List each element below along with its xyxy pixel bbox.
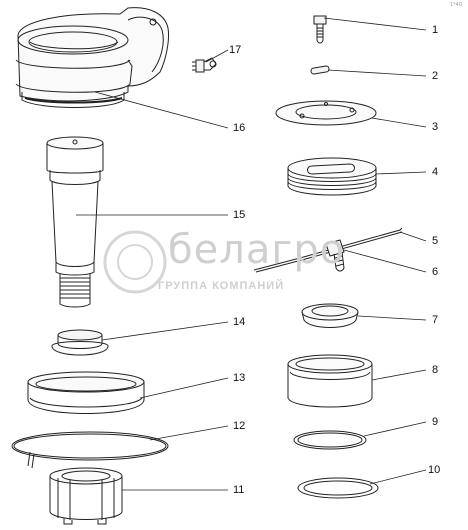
part-16-housing bbox=[15, 7, 169, 108]
part-3-cover-plate bbox=[275, 100, 377, 126]
watermark-subtitle: ГРУППА КОМПАНИЙ bbox=[158, 280, 285, 292]
part-13-dust-boot bbox=[27, 371, 145, 414]
watermark-logo bbox=[103, 230, 167, 294]
callout-2: 2 bbox=[432, 70, 439, 82]
callout-4: 4 bbox=[432, 166, 439, 178]
part-6-lock-bolt bbox=[325, 239, 345, 272]
callout-10: 10 bbox=[428, 464, 441, 476]
part-5-wire bbox=[253, 227, 403, 273]
leader-3 bbox=[371, 117, 427, 128]
part-7-cup-washer bbox=[301, 303, 359, 328]
callout-17: 17 bbox=[229, 44, 242, 56]
leader-13 bbox=[139, 377, 229, 399]
part-4-threaded-plug bbox=[287, 157, 377, 196]
callout-12: 12 bbox=[233, 420, 246, 432]
callout-13: 13 bbox=[233, 372, 246, 384]
leader-8 bbox=[371, 369, 427, 381]
leader-16 bbox=[94, 91, 229, 129]
callout-1: 1 bbox=[432, 24, 439, 36]
part-12-snap-ring bbox=[11, 431, 169, 469]
leader-14 bbox=[101, 321, 229, 341]
leader-10 bbox=[369, 469, 427, 485]
callout-16: 16 bbox=[233, 122, 246, 134]
leader-12 bbox=[149, 425, 229, 441]
leader-1 bbox=[323, 17, 427, 31]
leader-5 bbox=[399, 231, 427, 242]
part-8-bushing bbox=[287, 354, 373, 408]
callout-9: 9 bbox=[432, 416, 439, 428]
part-17-grease-fitting bbox=[192, 57, 217, 73]
callout-6: 6 bbox=[432, 266, 439, 278]
leader-9 bbox=[363, 421, 427, 437]
callout-11: 11 bbox=[233, 484, 245, 496]
callout-7: 7 bbox=[432, 314, 439, 326]
part-2-key bbox=[310, 65, 330, 75]
leader-2 bbox=[327, 69, 427, 77]
callout-3: 3 bbox=[432, 121, 439, 133]
corner-mark: 1*40 bbox=[449, 2, 462, 8]
part-9-o-ring bbox=[293, 430, 367, 450]
leader-7 bbox=[357, 315, 427, 321]
part-14-seal-cup bbox=[51, 329, 109, 356]
part-15-pivot-pin bbox=[46, 136, 104, 308]
part-11-castle-nut bbox=[49, 467, 123, 525]
callout-15: 15 bbox=[233, 209, 246, 221]
callout-14: 14 bbox=[233, 316, 246, 328]
part-1-bolt bbox=[313, 15, 327, 44]
watermark-name: белагро bbox=[168, 227, 346, 273]
part-10-ring bbox=[297, 477, 379, 499]
leader-6 bbox=[343, 249, 427, 273]
callout-5: 5 bbox=[432, 235, 439, 247]
leader-4 bbox=[375, 171, 427, 175]
leader-17 bbox=[205, 49, 229, 63]
callout-8: 8 bbox=[432, 364, 439, 376]
